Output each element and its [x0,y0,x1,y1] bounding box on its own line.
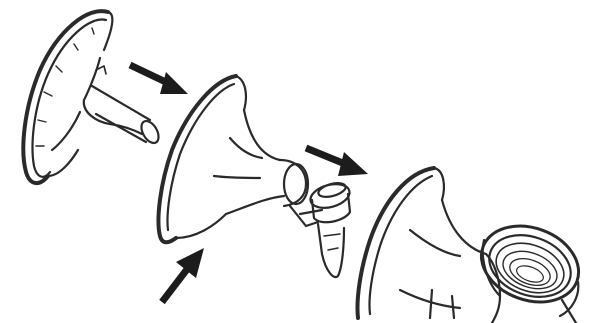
shield-funnel [226,110,284,214]
arrow-up-into-shield [162,248,204,302]
arrow-shield-to-pump [306,148,368,176]
insert-rim-outer [23,11,108,183]
insert-part [23,11,162,183]
pump-body-part [358,168,590,323]
pump-funnel-body [410,200,486,256]
duckbill-valve [318,224,344,277]
arrow-insert-to-shield [130,65,188,94]
insert-tip [138,118,162,146]
pump-funnel-lower [400,290,460,318]
insert-cone [52,58,142,150]
shield-rim-inner [168,84,235,230]
insert-rim-back [48,12,112,176]
pump-funnel-rim-top [434,168,444,200]
breast-shield-part [159,76,353,277]
pump-collar [471,213,590,315]
shield-rim-outer [159,76,237,242]
pump-funnel-rim-inner [369,176,432,314]
shield-neck-opening [284,164,308,204]
valve-cap [308,180,352,222]
shield-neck [214,138,262,178]
shield-valve-stem [290,206,322,226]
duckbill-valve-edge [324,234,340,250]
insert-rim-inner [33,20,106,177]
